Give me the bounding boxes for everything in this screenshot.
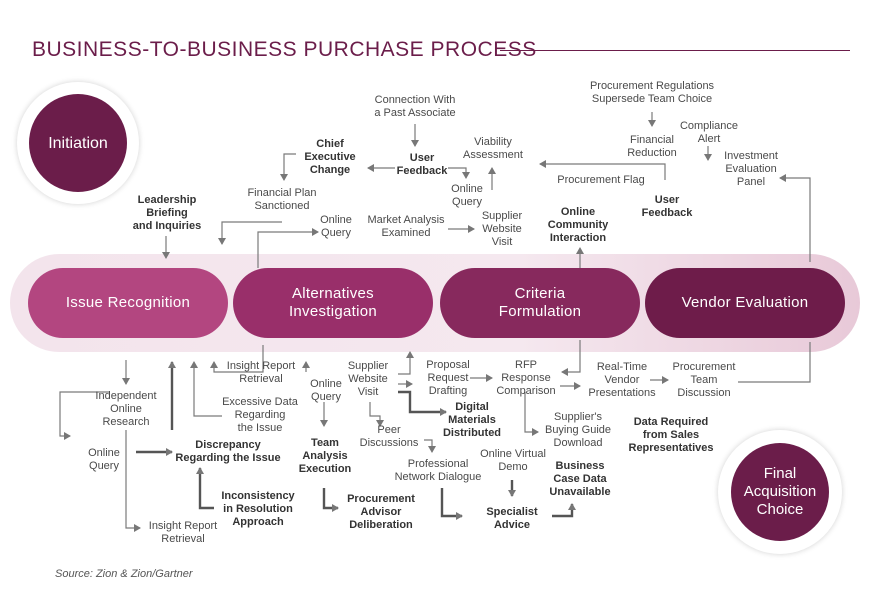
label-online-community-interaction: Online Community Interaction — [547, 206, 609, 244]
connector — [59, 391, 110, 440]
connector — [424, 439, 436, 453]
label-insight-report-retrieval-1: Insight Report Retrieval — [226, 360, 296, 385]
connector — [369, 402, 384, 427]
label-user-feedback-2: User Feedback — [641, 194, 693, 219]
label-specialist-advice: Specialist Advice — [486, 506, 538, 531]
label-online-virtual-demo: Online Virtual Demo — [480, 448, 546, 473]
label-procurement-team-discussion: Procurement Team Discussion — [672, 361, 736, 399]
connector — [524, 392, 539, 436]
label-insight-report-retrieval-2: Insight Report Retrieval — [148, 520, 218, 545]
connector — [448, 167, 470, 179]
connector — [257, 228, 319, 268]
label-chief-executive-change: Chief Executive Change — [304, 138, 356, 176]
connector — [210, 345, 264, 373]
label-online-query-3: Online Query — [310, 378, 342, 403]
label-online-query-1: Online Query — [451, 183, 483, 208]
stage-criteria-formulation: Criteria Formulation — [440, 268, 640, 338]
phase-label: Initiation — [48, 134, 108, 152]
label-online-query-4: Online Query — [88, 447, 120, 472]
label-digital-materials-distributed: Digital Materials Distributed — [442, 401, 502, 439]
phase-label: Final Acquisition Choice — [743, 465, 817, 518]
stage-vendor-evaluation: Vendor Evaluation — [645, 268, 845, 338]
connector-bold — [398, 390, 447, 416]
label-viability-assessment: Viability Assessment — [463, 136, 523, 161]
label-financial-plan-sanctioned: Financial Plan Sanctioned — [247, 187, 317, 212]
label-supplier-website-visit-1: Supplier Website Visit — [481, 210, 523, 248]
stage-label: Vendor Evaluation — [681, 294, 809, 311]
connector — [738, 342, 811, 383]
label-data-required-sales-reps: Data Required from Sales Representatives — [628, 416, 714, 454]
label-procurement-flag: Procurement Flag — [557, 174, 645, 186]
label-proposal-request-drafting: Proposal Request Drafting — [426, 359, 470, 397]
connector — [125, 430, 141, 532]
connector-bold — [196, 467, 214, 510]
label-compliance-alert: Compliance Alert — [679, 120, 739, 145]
connector — [779, 174, 811, 262]
title-rule — [500, 50, 850, 51]
label-user-feedback-1: User Feedback — [396, 152, 448, 177]
connector — [280, 153, 296, 181]
label-rfp-response-comparison: RFP Response Comparison — [496, 359, 556, 397]
connector-bold — [440, 488, 463, 520]
connector — [539, 160, 666, 180]
label-team-analysis-execution: Team Analysis Execution — [298, 437, 352, 475]
stage-alternatives-investigation: Alternatives Investigation — [233, 268, 433, 338]
connector — [398, 351, 414, 375]
label-inconsistency: Inconsistency in Resolution Approach — [221, 490, 295, 528]
label-market-analysis-examined: Market Analysis Examined — [367, 214, 445, 239]
label-procurement-advisor-deliberation: Procurement Advisor Deliberation — [347, 493, 415, 531]
label-procurement-regulations: Procurement Regulations Supersede Team C… — [589, 80, 715, 105]
page-title: BUSINESS-TO-BUSINESS PURCHASE PROCESS — [32, 38, 537, 61]
label-excessive-data: Excessive Data Regarding the Issue — [222, 396, 298, 434]
stage-label: Issue Recognition — [65, 294, 191, 311]
label-peer-discussions: Peer Discussions — [359, 424, 419, 449]
label-realtime-vendor-presentations: Real-Time Vendor Presentations — [588, 361, 656, 399]
initiation-circle: Initiation — [29, 94, 127, 192]
stage-label: Alternatives Investigation — [288, 285, 378, 320]
stage-label: Criteria Formulation — [498, 285, 582, 320]
connector-bold — [552, 503, 576, 518]
connector-bold — [322, 488, 339, 512]
label-connection-past-associate: Connection With a Past Associate — [374, 94, 456, 119]
label-discrepancy: Discrepancy Regarding the Issue — [175, 439, 281, 464]
label-independent-online-research: Independent Online Research — [95, 390, 157, 428]
label-suppliers-buying-guide: Supplier's Buying Guide Download — [544, 411, 612, 449]
connector — [561, 340, 581, 376]
label-supplier-website-visit-2: Supplier Website Visit — [347, 360, 389, 398]
label-professional-network-dialogue: Professional Network Dialogue — [394, 458, 482, 483]
label-online-query-2: Online Query — [320, 214, 352, 239]
label-investment-evaluation-panel: Investment Evaluation Panel — [724, 150, 778, 188]
connector — [218, 221, 282, 245]
label-financial-reduction: Financial Reduction — [627, 134, 677, 159]
source-note: Source: Zion & Zion/Gartner — [55, 568, 193, 580]
stage-issue-recognition: Issue Recognition — [28, 268, 228, 338]
label-leadership-briefing: Leadership Briefing and Inquiries — [132, 194, 202, 232]
label-business-case-data-unavailable: Business Case Data Unavailable — [549, 460, 611, 498]
connector — [190, 361, 222, 417]
final-choice-circle: Final Acquisition Choice — [731, 443, 829, 541]
